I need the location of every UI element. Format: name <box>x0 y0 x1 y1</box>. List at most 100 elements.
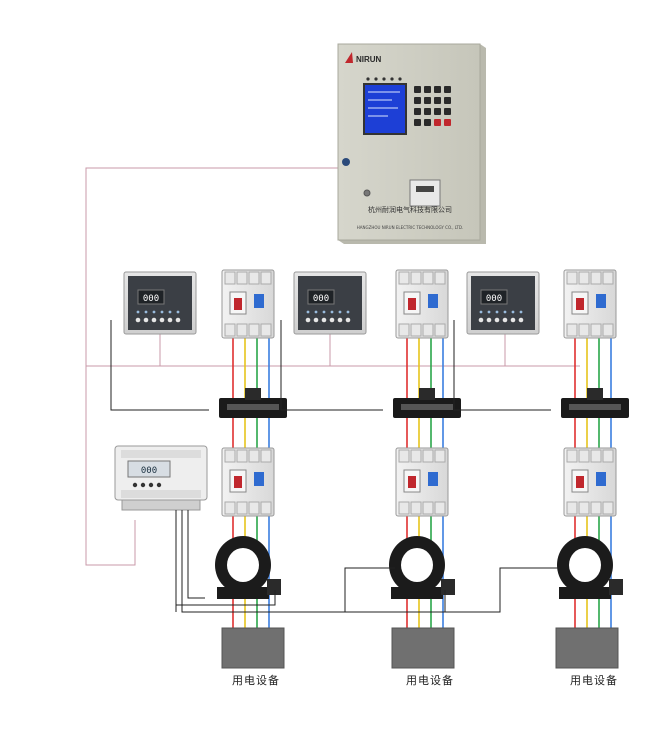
detector-button <box>345 317 351 323</box>
breaker-test-button <box>254 294 264 308</box>
breaker-terminal-top <box>422 271 434 285</box>
host-company-name: 杭州耐润电气科技有限公司 <box>368 205 452 214</box>
leakage-ct-base <box>217 587 269 599</box>
detector-display <box>137 289 165 305</box>
upper-circuit-breaker <box>221 269 275 339</box>
detector-button <box>313 317 319 323</box>
equipment-label: 用电设备 <box>232 674 280 687</box>
breaker-terminal-top <box>578 271 590 285</box>
detector-led <box>152 310 156 314</box>
breaker-terminal-top <box>566 271 578 285</box>
keypad-key <box>424 108 431 115</box>
ct-clamp-connector <box>245 388 261 400</box>
breaker-body <box>563 447 617 517</box>
detector-led <box>176 310 180 314</box>
breaker-terminal-bottom <box>590 501 602 515</box>
detector-led <box>487 310 491 314</box>
current-transformer-clamp <box>219 388 287 418</box>
breaker-toggle <box>408 476 416 488</box>
leakage-ct-terminal <box>267 579 281 595</box>
detector-button <box>502 317 508 323</box>
current-transformer-clamp <box>561 388 629 418</box>
breaker-terminal-top <box>590 449 602 463</box>
detector-button <box>494 317 500 323</box>
breaker-body <box>395 269 449 339</box>
keypad-key <box>444 86 451 93</box>
detector-button <box>329 317 335 323</box>
leakage-ct-base <box>391 587 443 599</box>
host-screw <box>363 189 371 197</box>
ct-clamp-connector <box>587 388 603 400</box>
breaker-terminal-bottom <box>248 323 260 337</box>
detector-led <box>160 310 164 314</box>
breaker-terminal-bottom <box>578 323 590 337</box>
breaker-toggle <box>576 298 584 310</box>
breaker-terminal-bottom <box>602 323 614 337</box>
electrical-equipment-box <box>221 627 285 669</box>
breaker-terminal-bottom <box>398 323 410 337</box>
breaker-terminal-top <box>398 271 410 285</box>
brand-text: NIRUN <box>356 55 382 64</box>
keypad-key <box>434 86 441 93</box>
detector-button <box>143 317 149 323</box>
host-key-lock <box>342 158 350 166</box>
leakage-sensor-lines <box>175 510 560 613</box>
keypad-key <box>414 97 421 104</box>
leakage-ct-terminal <box>609 579 623 595</box>
breaker-terminal-bottom <box>236 323 248 337</box>
detector-led <box>314 310 318 314</box>
breaker-test-button <box>254 472 264 486</box>
breaker-terminal-top <box>248 271 260 285</box>
keypad-key <box>424 119 431 126</box>
detector-readout: 000 <box>486 294 502 304</box>
breaker-terminal-bottom <box>566 323 578 337</box>
breaker-terminal-top <box>566 449 578 463</box>
electrical-equipment-box <box>555 627 619 669</box>
detector-display <box>480 289 508 305</box>
breaker-terminal-bottom <box>590 323 602 337</box>
breaker-terminal-bottom <box>434 323 446 337</box>
comm-bus <box>85 167 580 566</box>
detector-led <box>346 310 350 314</box>
breaker-terminal-top <box>590 271 602 285</box>
keypad-key <box>414 108 421 115</box>
breaker-terminal-bottom <box>260 323 272 337</box>
breaker-body <box>221 269 275 339</box>
breaker-terminal-top <box>248 449 260 463</box>
detector-signal-line <box>280 320 383 411</box>
detector-button <box>305 317 311 323</box>
breaker-terminal-top <box>410 271 422 285</box>
detector-button <box>337 317 343 323</box>
detector-led <box>322 310 326 314</box>
multi-detector-base <box>121 499 201 511</box>
breaker-terminal-bottom <box>422 323 434 337</box>
upper-circuit-breaker <box>395 269 449 339</box>
detector-button <box>175 317 181 323</box>
breaker-terminal-bottom <box>236 501 248 515</box>
current-transformer-clamp <box>393 388 461 418</box>
host-indicator-leds <box>366 77 402 81</box>
branch-1: 000 <box>110 269 287 669</box>
breaker-terminal-bottom <box>248 501 260 515</box>
keypad-key <box>414 119 421 126</box>
detector-button <box>151 317 157 323</box>
breaker-terminal-top <box>578 449 590 463</box>
host-cabinet: NIRUN 杭州耐润电气科技有限公司 HANGZHOU NIRUN ELECTR… <box>337 43 486 244</box>
breaker-terminal-top <box>422 449 434 463</box>
detector-button <box>321 317 327 323</box>
leakage-current-sensor <box>389 536 455 599</box>
leakage-ct-hole <box>227 548 259 582</box>
detector-signal-line <box>453 320 551 411</box>
detector-button <box>159 317 165 323</box>
keypad-key <box>434 108 441 115</box>
breaker-test-button <box>596 294 606 308</box>
keypad-key <box>424 97 431 104</box>
breaker-terminal-bottom <box>410 323 422 337</box>
equipment-label: 用电设备 <box>406 674 454 687</box>
keypad-key <box>444 97 451 104</box>
multi-detector-buttons <box>132 482 162 488</box>
breaker-terminal-bottom <box>434 501 446 515</box>
detector-button <box>167 317 173 323</box>
detector-led <box>136 310 140 314</box>
